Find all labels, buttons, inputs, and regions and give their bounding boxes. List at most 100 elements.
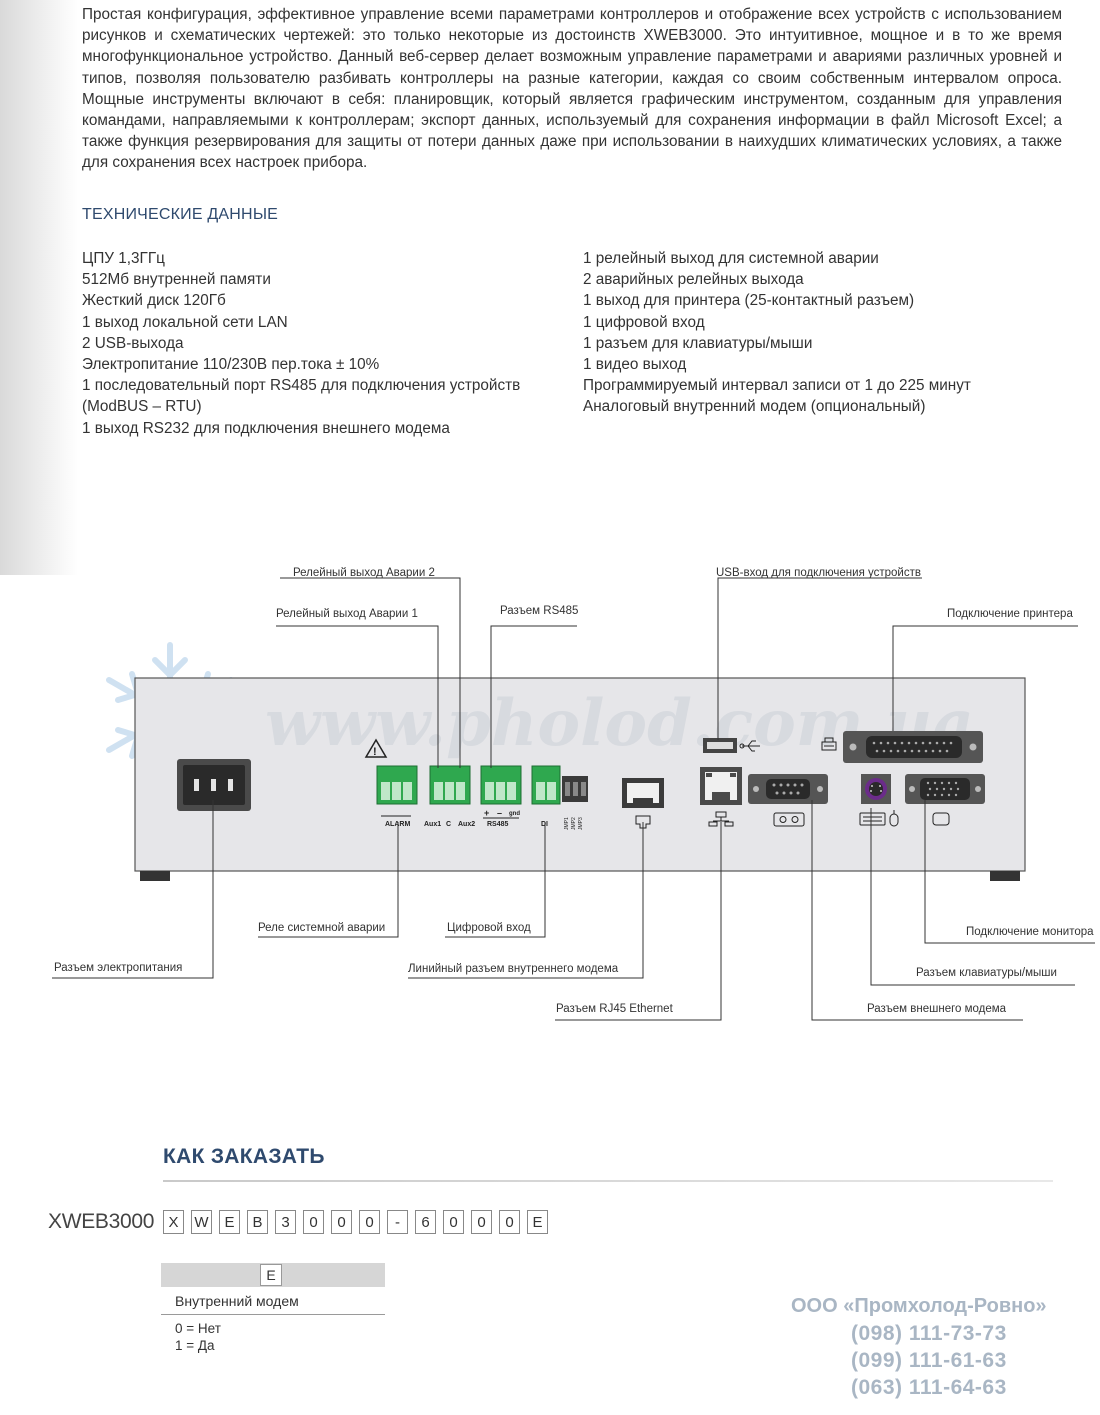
spec-item: 1 последовательный порт RS485 для подклю…	[82, 377, 521, 416]
spec-item: 1 цифровой вход	[583, 313, 705, 331]
power-connector-icon	[177, 759, 251, 811]
code-char: -	[387, 1210, 408, 1234]
label-rs485: Разъем RS485	[500, 605, 579, 617]
code-char: E	[219, 1210, 240, 1234]
spec-item: 2 аварийных релейных выхода	[583, 271, 804, 289]
spec-item: 1 выход для принтера (25-контактный разъ…	[583, 292, 915, 310]
printer-icon	[821, 737, 837, 751]
order-code: X W E B 3 0 0 0 - 6 0 0 0 E	[163, 1210, 548, 1234]
monitor-icon	[932, 812, 950, 826]
di-terminal-block	[531, 765, 561, 805]
aux-terminal-block	[429, 765, 471, 805]
code-char: 0	[359, 1210, 380, 1234]
intro-paragraph: Простая конфигурация, эффективное управл…	[82, 6, 1062, 172]
spec-item: Программируемый интервал записи от 1 до …	[583, 377, 971, 395]
spec-item: 2 USB-выхода	[82, 334, 184, 352]
printer-port	[821, 731, 983, 763]
spec-item: Жесткий диск 120Гб	[82, 292, 226, 310]
code-char: 0	[443, 1210, 464, 1234]
specs-right-list: 1 релейный выход для системной аварии 2 …	[583, 248, 1063, 418]
usb-icon	[739, 740, 760, 752]
spec-item: 1 разъем для клавиатуры/мыши	[583, 334, 813, 352]
tech-data-title: ТЕХНИЧЕСКИЕ ДАННЫЕ	[82, 206, 279, 223]
spec-item: 1 релейный выход для системной аварии	[583, 250, 879, 267]
serial-symbol-icon	[773, 812, 805, 827]
option-value: 0 = Нет	[175, 1321, 221, 1336]
alarm-terminal-block	[376, 765, 418, 805]
company-phones: (098) 111-73-73 (099) 111-61-63 (063) 11…	[851, 1320, 1007, 1401]
label-relay-alarm1: Релейный выход Аварии 1	[276, 608, 418, 620]
svg-text:+: +	[484, 808, 489, 818]
svg-text:JMP1: JMP1	[564, 817, 570, 830]
svg-text:!: !	[373, 746, 377, 758]
option-letter: E	[260, 1264, 282, 1286]
label-ext-modem: Разъем внешнего модема	[867, 1003, 1007, 1015]
serial-port	[748, 774, 828, 827]
keyboard-icon	[859, 812, 886, 826]
phone-number: (063) 111-64-63	[851, 1376, 1007, 1399]
option-values: 0 = Нет 1 = Да	[175, 1321, 221, 1354]
svg-text:gnd: gnd	[509, 811, 520, 817]
side-gradient	[0, 0, 78, 575]
svg-text:RS485: RS485	[487, 821, 509, 828]
svg-text:Aux1: Aux1	[424, 821, 441, 828]
svg-text:JMP3: JMP3	[578, 817, 584, 830]
device-foot	[140, 871, 170, 881]
code-char: 0	[499, 1210, 520, 1234]
label-modem-line: Линийный разъем внутреннего модема	[408, 963, 619, 975]
warning-icon: !	[364, 738, 388, 758]
label-power: Разъем электропитания	[54, 962, 183, 974]
svg-text:C: C	[446, 821, 451, 828]
rs485-terminal-block	[480, 765, 522, 805]
label-system-alarm-relay: Реле системной аварии	[258, 922, 386, 934]
phone-number: (099) 111-61-63	[851, 1349, 1007, 1372]
rear-panel-diagram: www.pholod.com.ua !	[0, 560, 1100, 1030]
spec-item: 512Мб внутренней памяти	[82, 271, 271, 289]
spec-item: Аналоговый внутренний модем (опциональны…	[583, 398, 926, 416]
option-divider	[161, 1314, 385, 1315]
svg-text:Aux2: Aux2	[458, 821, 475, 828]
code-char: E	[527, 1210, 548, 1234]
order-title: КАК ЗАКАЗАТЬ	[163, 1145, 325, 1168]
spec-item: 1 видео выход	[583, 356, 687, 374]
svg-text:JMP2: JMP2	[571, 817, 577, 830]
model-name: XWEB3000	[48, 1210, 155, 1233]
spec-item: ЦПУ 1,3ГГц	[82, 250, 165, 267]
code-char: W	[191, 1210, 212, 1234]
device-foot	[990, 871, 1020, 881]
usb-port	[703, 738, 760, 753]
code-char: 0	[471, 1210, 492, 1234]
label-monitor: Подключение монитора	[966, 926, 1094, 938]
modem-line-port	[622, 778, 664, 829]
ps2-port	[859, 774, 899, 827]
jumper-block	[562, 776, 588, 802]
option-label: Внутренний модем	[175, 1293, 299, 1309]
code-char: B	[247, 1210, 268, 1234]
label-rj45: Разъем RJ45 Ethernet	[556, 1003, 673, 1015]
label-relay-alarm2: Релейный выход Аварии 2	[293, 567, 435, 579]
leader-lines	[52, 577, 1095, 1021]
option-header: E	[161, 1263, 385, 1287]
ethernet-port	[700, 767, 742, 827]
code-char: 3	[275, 1210, 296, 1234]
label-digital-input: Цифровой вход	[447, 922, 531, 934]
spec-item: Электропитание 110/230В пер.тока ± 10%	[82, 356, 380, 374]
specs-left-list: ЦПУ 1,3ГГц 512Мб внутренней памяти Жестк…	[82, 248, 552, 439]
label-printer: Подключение принтера	[947, 608, 1073, 620]
code-char: 0	[303, 1210, 324, 1234]
printer-pins	[872, 741, 953, 753]
phone-number: (098) 111-73-73	[851, 1322, 1007, 1345]
code-char: 0	[331, 1210, 352, 1234]
code-char: X	[163, 1210, 184, 1234]
mouse-icon	[889, 810, 899, 827]
spec-item: 1 выход RS232 для подключения внешнего м…	[82, 419, 450, 437]
diagram-graphic: www.pholod.com.ua !	[52, 577, 1095, 1021]
company-name: ООО «Промхолод-Ровно»	[791, 1295, 1047, 1317]
vga-port	[905, 774, 985, 826]
label-usb-in: USB-вход для подключения устройств	[716, 567, 921, 579]
network-icon	[708, 811, 734, 827]
label-kbd-mouse: Разъем клавиатуры/мыши	[916, 967, 1057, 979]
code-char: 6	[415, 1210, 436, 1234]
order-divider	[163, 1180, 1053, 1182]
option-value: 1 = Да	[175, 1337, 215, 1353]
